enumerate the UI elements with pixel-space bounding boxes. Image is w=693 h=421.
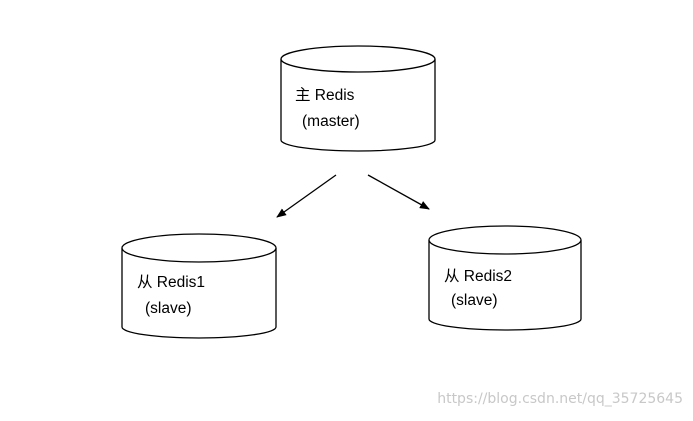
slave2-cylinder-body (428, 240, 582, 331)
slave1-cylinder-top (121, 233, 277, 263)
slave2-node: 从 Redis2 (slave) (428, 225, 582, 331)
master-node-title: 主 Redis (295, 86, 355, 104)
watermark-text: https://blog.csdn.net/qq_35725645 (437, 391, 683, 407)
master-cylinder-top (280, 45, 436, 73)
master-node-role: (master) (302, 113, 360, 130)
master-cylinder-body (280, 59, 436, 152)
slave2-node-role: (slave) (451, 292, 498, 309)
slave2-node-title: 从 Redis2 (444, 268, 512, 285)
arrow-master-to-slave2 (367, 174, 430, 210)
master-node: 主 Redis (master) (280, 45, 436, 152)
slave1-node-title: 从 Redis1 (137, 274, 205, 291)
slave1-node-role: (slave) (145, 300, 192, 317)
slave1-node: 从 Redis1 (slave) (121, 233, 277, 339)
slave1-cylinder-body (121, 248, 277, 339)
arrow-master-to-slave1 (276, 174, 337, 218)
slave2-cylinder-top (428, 225, 582, 255)
